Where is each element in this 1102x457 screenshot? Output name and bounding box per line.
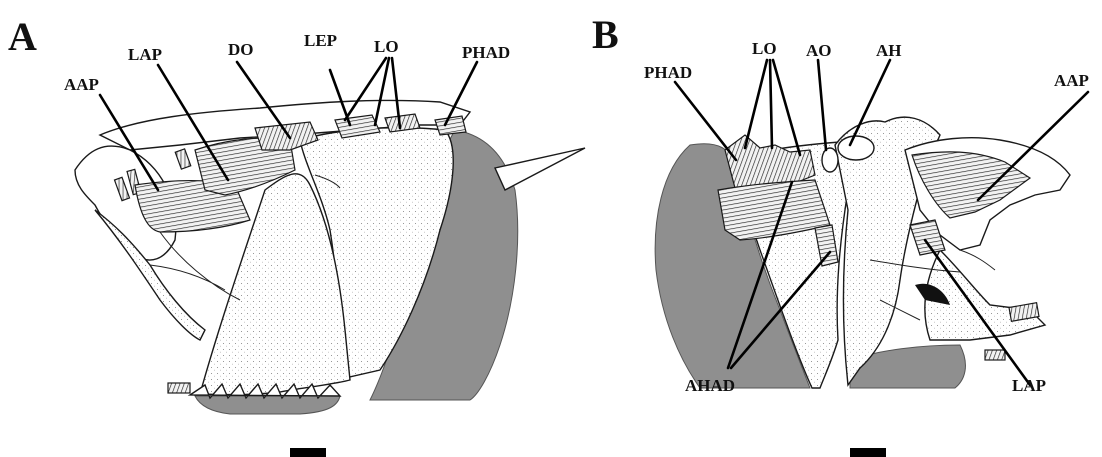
panel-a-label-lap: LAP bbox=[128, 45, 162, 64]
panel-a-letter: A bbox=[8, 14, 37, 59]
panel-a-label-aap: AAP bbox=[64, 75, 99, 94]
panel-b-label-ao: AO bbox=[806, 41, 832, 60]
panel-a: A bbox=[8, 14, 585, 457]
panel-b-label-ahad: AHAD bbox=[685, 376, 735, 395]
panel-b-letter: B bbox=[592, 12, 619, 57]
panel-a-label-do: DO bbox=[228, 40, 254, 59]
panel-a-spine bbox=[495, 148, 585, 190]
panel-a-label-phad: PHAD bbox=[462, 43, 510, 62]
panel-a-muscle-phad bbox=[435, 116, 466, 135]
panel-b-label-aap: AAP bbox=[1054, 71, 1089, 90]
panel-a-label-lo: LO bbox=[374, 37, 399, 56]
panel-b-ao-structure bbox=[822, 148, 838, 172]
panel-a-muscle-lo bbox=[385, 114, 420, 132]
panel-b-ah-structure bbox=[838, 136, 874, 160]
panel-b: B bbox=[592, 12, 1089, 457]
panel-a-scale-bar bbox=[290, 448, 326, 457]
panel-b-label-phad: PHAD bbox=[644, 63, 692, 82]
panel-a-label-lep: LEP bbox=[304, 31, 337, 50]
panel-b-label-ah: AH bbox=[876, 41, 902, 60]
panel-b-scale-bar bbox=[850, 448, 886, 457]
panel-b-label-lap: LAP bbox=[1012, 376, 1046, 395]
panel-b-label-lo: LO bbox=[752, 39, 777, 58]
